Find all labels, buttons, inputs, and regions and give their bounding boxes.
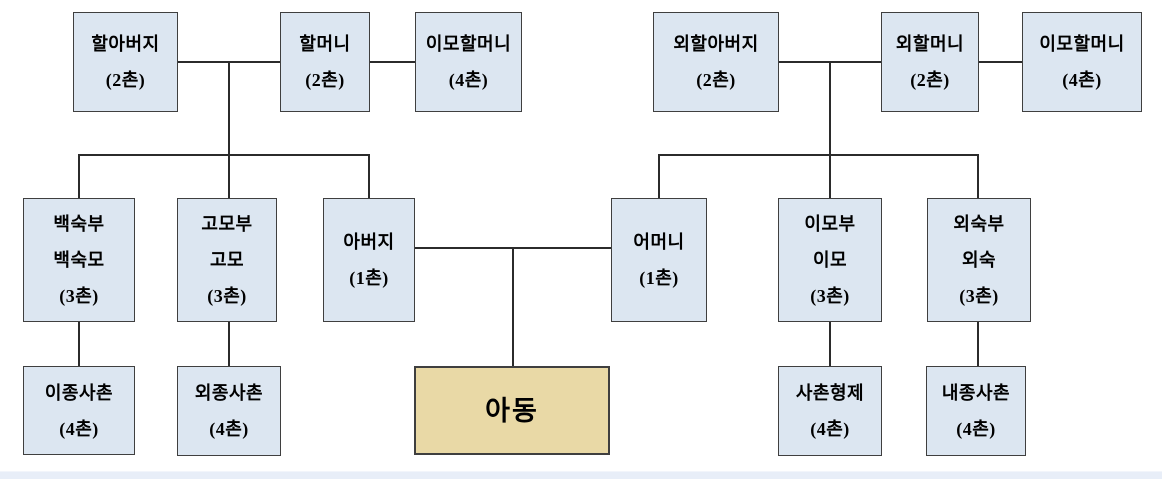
connector-oejong-cousin-drop xyxy=(228,322,230,367)
connector-grandmother-great-aunt-link xyxy=(370,61,415,63)
connector-child-drop xyxy=(512,248,514,367)
node-label: (3촌) xyxy=(207,286,247,306)
node-label: 이모부 xyxy=(804,214,856,234)
node-label: (1촌) xyxy=(349,268,389,288)
node-paternal-grandmother: 할머니 (2촌) xyxy=(280,12,370,112)
connector-mother-drop xyxy=(658,154,660,199)
node-label: 외할아버지 xyxy=(673,34,759,54)
node-label: (4촌) xyxy=(448,70,489,90)
connector-paternal-descent-stem xyxy=(228,62,230,198)
connector-maternal-grandmother-great-aunt-link xyxy=(979,61,1022,63)
connector-paternal-sibling-bus xyxy=(78,154,370,156)
node-label: 고모부 xyxy=(201,214,253,234)
node-label: 고모 xyxy=(209,250,245,270)
node-naejong-cousin: 내종사촌 (4촌) xyxy=(926,366,1026,456)
node-label: (4촌) xyxy=(810,419,850,439)
node-child: 아동 xyxy=(414,366,610,455)
node-label: (1촌) xyxy=(639,268,679,288)
node-label: 백숙부 xyxy=(53,214,105,234)
node-label: (2촌) xyxy=(105,70,146,90)
node-label: (4촌) xyxy=(59,418,99,439)
node-label: (2촌) xyxy=(910,70,950,90)
node-label: (3촌) xyxy=(959,286,999,306)
connector-ijong-cousin-drop xyxy=(78,322,80,367)
node-label: (3촌) xyxy=(59,286,99,306)
node-label: (2촌) xyxy=(305,70,345,90)
connector-naejong-cousin-drop xyxy=(977,322,979,367)
connector-maternal-sibling-bus xyxy=(658,154,979,156)
node-label: 외할머니 xyxy=(895,34,965,54)
node-label: 할머니 xyxy=(299,34,351,54)
node-oejong-cousin: 외종사촌 (4촌) xyxy=(177,366,281,456)
node-label: 이모 xyxy=(812,250,848,270)
node-label: (3촌) xyxy=(810,286,850,306)
node-label: 백숙모 xyxy=(53,250,105,270)
node-maternal-grandmother: 외할머니 (2촌) xyxy=(881,12,979,112)
node-label: 외숙 xyxy=(961,250,997,270)
node-ijong-cousin: 이종사촌 (4촌) xyxy=(23,366,135,455)
node-paternal-great-aunt: 이모할머니 (4촌) xyxy=(415,12,522,112)
node-label: 내종사촌 xyxy=(941,383,1011,403)
node-label: (4촌) xyxy=(1062,70,1102,90)
node-label: 아버지 xyxy=(343,232,395,252)
node-label: 외숙부 xyxy=(953,214,1005,234)
node-label: 이모할머니 xyxy=(425,34,512,54)
node-maternal-grandfather: 외할아버지 (2촌) xyxy=(653,12,779,112)
node-label: (2촌) xyxy=(696,70,736,90)
node-label: 할아버지 xyxy=(91,34,160,54)
node-label: (4촌) xyxy=(209,419,249,439)
connector-paternal-uncle-drop xyxy=(78,154,80,199)
bottom-band xyxy=(0,471,1162,479)
node-father: 아버지 (1촌) xyxy=(323,198,415,322)
node-cousin-sibling: 사촌형제 (4촌) xyxy=(778,366,882,456)
node-label: 사촌형제 xyxy=(795,383,865,403)
connector-father-drop xyxy=(368,154,370,199)
node-label: 어머니 xyxy=(633,232,685,252)
node-mother: 어머니 (1촌) xyxy=(611,198,707,322)
node-paternal-grandfather: 할아버지 (2촌) xyxy=(73,12,178,112)
node-label: 이종사촌 xyxy=(44,382,114,403)
node-label: 이모할머니 xyxy=(1039,34,1125,54)
node-label: 외종사촌 xyxy=(194,383,264,403)
connector-maternal-uncle-drop xyxy=(977,154,979,199)
node-label: 아동 xyxy=(485,395,539,426)
connector-maternal-descent-stem xyxy=(829,62,831,198)
connector-cousin-sibling-drop xyxy=(829,322,831,367)
node-maternal-great-aunt: 이모할머니 (4촌) xyxy=(1022,12,1142,112)
node-label: (4촌) xyxy=(956,419,996,439)
